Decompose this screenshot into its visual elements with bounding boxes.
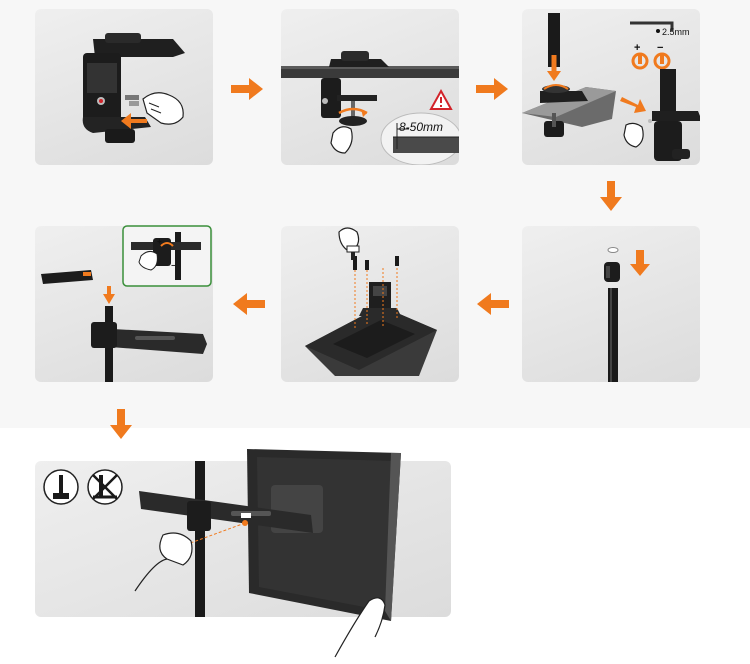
desk-edge-icon [281, 66, 459, 78]
hand-icon [142, 92, 184, 125]
hand-icon [134, 532, 386, 658]
orange-arrow-icon [121, 113, 147, 129]
vesa-bracket-icon [359, 282, 401, 316]
inset-plus-label: + [157, 237, 162, 246]
arrow-right-1-icon [231, 78, 263, 100]
pole-icon [608, 288, 618, 382]
correct-mount-icon [43, 469, 79, 505]
clamp-knob-icon [330, 107, 368, 154]
step-4-illustration [604, 247, 650, 382]
step-1-illustration [82, 33, 185, 143]
step-1-panel [35, 9, 213, 165]
clamp-base-icon [321, 51, 389, 119]
hex-key-icon: 2.5mm [630, 21, 690, 37]
step-7-illustration [43, 449, 401, 658]
minus-label: − [657, 42, 663, 54]
step-2-illustration: 8-50mm [281, 51, 459, 165]
plus-label: + [634, 42, 640, 54]
step-5-illustration [305, 227, 437, 376]
warning-triangle-icon [429, 88, 453, 110]
arrow-left-1-icon [477, 293, 509, 315]
step-3-panel: 2.5mm + − [522, 9, 700, 165]
thickness-label: 8-50mm [399, 120, 443, 134]
wrench-size-label: 2.5mm [662, 27, 690, 37]
inset-detail-icon: + − [122, 225, 212, 287]
step-2-panel: 8-50mm [281, 9, 459, 165]
thickness-detail: 8-50mm [380, 112, 459, 165]
clamp-side-icon [623, 69, 700, 161]
screwdriver-icon [338, 227, 360, 260]
pole-icon [548, 13, 560, 67]
arrow-left-2-icon [233, 293, 265, 315]
cap-icon [604, 247, 620, 282]
step-6-panel: + − [35, 225, 213, 382]
inset-minus-label: − [171, 261, 176, 270]
step-7-panel [35, 449, 451, 658]
down-arrow-icon [630, 250, 650, 276]
arrow-down-1-icon [600, 181, 622, 211]
screws [353, 256, 399, 330]
monitor-icon [247, 449, 401, 621]
step-5-panel [281, 226, 459, 382]
rotate-ccw-icon: − [653, 42, 671, 70]
clamp-base-icon [82, 33, 185, 143]
arrow-right-2-icon [476, 78, 508, 100]
arm-bracket-icon [139, 491, 313, 546]
clamp-base-icon [522, 84, 616, 137]
step-4-panel [522, 226, 700, 382]
arm-bracket-icon [41, 270, 207, 382]
step-6-illustration: + − [41, 225, 212, 382]
incorrect-mount-icon [87, 469, 123, 505]
step-3-illustration: 2.5mm + − [522, 13, 700, 161]
rotate-cw-icon: + [631, 42, 649, 70]
arrow-down-2-icon [110, 409, 132, 439]
monitor-back-icon [305, 306, 437, 376]
